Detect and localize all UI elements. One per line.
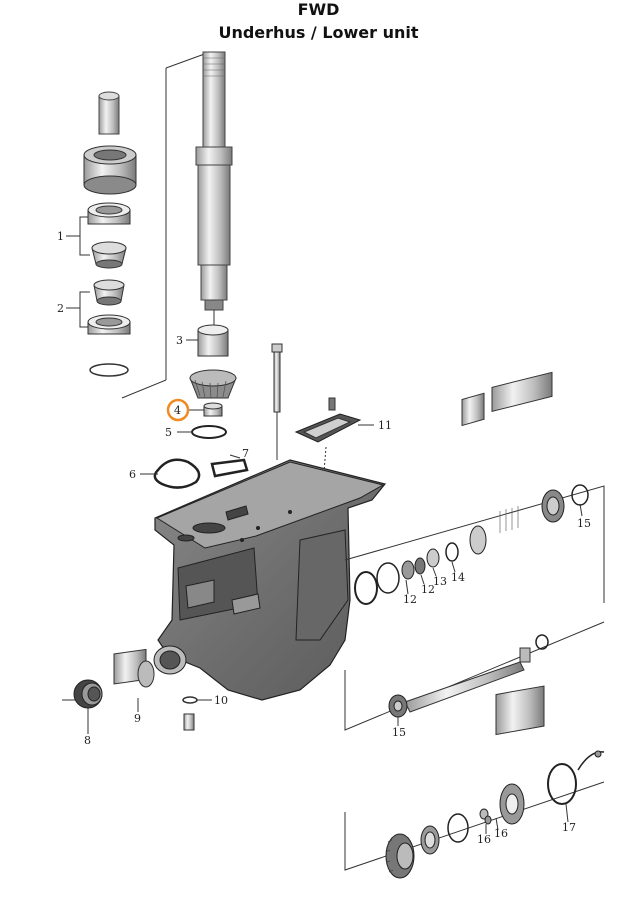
callout-15b[interactable]: 15	[392, 726, 406, 739]
bearing-14	[445, 392, 487, 562]
callout-7[interactable]: 7	[242, 447, 249, 460]
callout-4[interactable]: 4	[174, 404, 181, 417]
callout-16b[interactable]: 16	[494, 827, 508, 840]
diagram-title-fwd: FWD	[297, 0, 340, 19]
shim-ring-top	[89, 363, 129, 377]
forward-gear-15	[491, 371, 589, 533]
highlight-circle-4	[166, 398, 190, 422]
callout-9[interactable]: 9	[134, 712, 141, 725]
bearing-housing-sleeve	[83, 145, 137, 195]
callout-10[interactable]: 10	[214, 694, 228, 707]
seal-housing-8	[62, 679, 103, 734]
callout-brackets	[66, 216, 90, 328]
needle-bearing-9	[113, 648, 155, 712]
bearing-cup-2	[87, 314, 131, 335]
panel-prop-parts	[344, 371, 605, 605]
callout-15a[interactable]: 15	[577, 517, 591, 530]
pinion-nut	[189, 402, 223, 417]
gear-17-housing	[495, 685, 577, 825]
callout-14[interactable]: 14	[451, 571, 465, 584]
callout-6[interactable]: 6	[129, 468, 136, 481]
callout-13[interactable]: 13	[433, 575, 447, 588]
callout-17[interactable]: 17	[562, 821, 576, 834]
callout-12b[interactable]: 12	[421, 583, 435, 596]
pinion-shaft	[195, 51, 233, 330]
pins-16	[479, 808, 499, 834]
washer-12	[401, 557, 426, 580]
needle-bearing-3	[186, 324, 229, 357]
gasket-7	[210, 454, 249, 478]
callout-1[interactable]: 1	[57, 230, 64, 243]
thrust-washer	[420, 813, 469, 855]
needle-bearing-top	[98, 91, 120, 135]
bearing-cup-1	[87, 202, 131, 225]
taper-roller-bearing-2	[93, 279, 125, 306]
vertical-shaft-bracket	[121, 51, 211, 399]
taper-roller-bearing-1	[91, 241, 127, 269]
clip-spring	[577, 750, 605, 771]
ring-13	[426, 548, 440, 568]
panel-clutch-parts	[344, 685, 605, 879]
propeller-shaft	[404, 634, 549, 713]
screw-10	[182, 696, 212, 731]
bevel-gear-large	[385, 833, 415, 879]
callout-3[interactable]: 3	[176, 334, 183, 347]
callout-8[interactable]: 8	[84, 734, 91, 747]
lower-unit-housing	[153, 459, 387, 701]
o-ring-large	[354, 562, 400, 605]
callout-5[interactable]: 5	[165, 426, 172, 439]
diagram-subtitle: Underhus / Lower unit	[218, 23, 419, 42]
callout-2[interactable]: 2	[57, 302, 64, 315]
callout-12a[interactable]: 12	[403, 593, 417, 606]
callout-16a[interactable]: 16	[477, 833, 491, 846]
gasket-6	[140, 458, 201, 489]
panel-prop-shaft	[344, 621, 605, 731]
o-ring-5	[177, 425, 227, 439]
callout-11[interactable]: 11	[378, 419, 392, 432]
reverse-gear-15	[388, 694, 408, 726]
pinion-gear	[189, 369, 237, 399]
housing-stud	[271, 343, 283, 460]
